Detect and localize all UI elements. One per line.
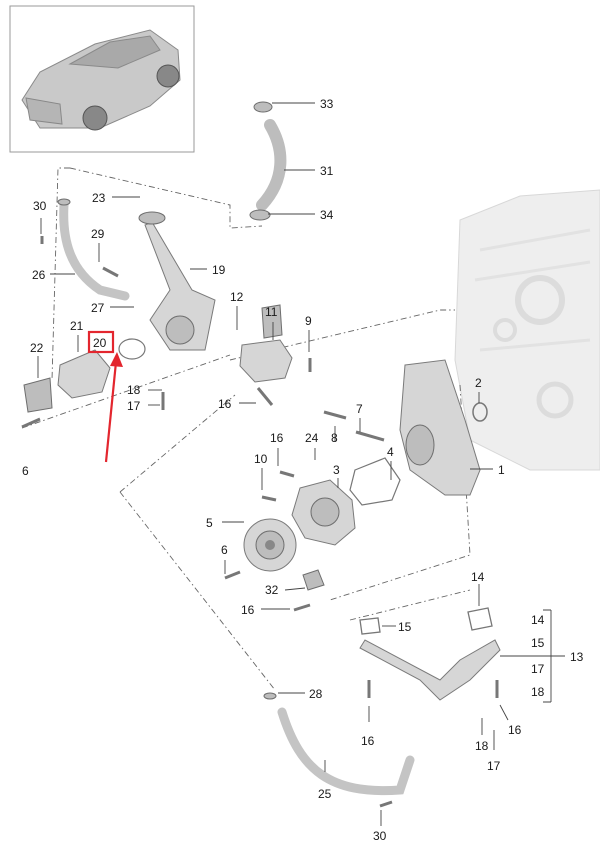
callout-2[interactable]: 2 — [475, 376, 482, 390]
callout-14[interactable]: 14 — [471, 570, 485, 584]
callout-18-bottom[interactable]: 18 — [475, 739, 489, 753]
highlight-arrow — [104, 361, 118, 463]
callout-32[interactable]: 32 — [265, 583, 279, 597]
callout-1[interactable]: 1 — [498, 463, 505, 477]
callout-18-group[interactable]: 18 — [531, 685, 545, 699]
callout-3[interactable]: 3 — [333, 463, 340, 477]
coolant-pipe-26 — [57, 198, 130, 301]
callout-5[interactable]: 5 — [206, 516, 213, 530]
callout-6-left[interactable]: 6 — [22, 464, 29, 478]
vehicle-thumbnail — [9, 5, 195, 153]
callout-23[interactable]: 23 — [92, 191, 106, 205]
gasket-4 — [349, 457, 401, 506]
housing-11 — [239, 304, 293, 383]
callout-18-left[interactable]: 18 — [127, 383, 141, 397]
highlight-box — [87, 330, 115, 354]
callout-16-mid[interactable]: 16 — [218, 397, 232, 411]
cover-1 — [399, 359, 488, 496]
callout-11[interactable]: 11 — [265, 305, 278, 319]
callout-8[interactable]: 8 — [331, 431, 338, 445]
callout-15-group[interactable]: 15 — [531, 636, 545, 650]
callout-7[interactable]: 7 — [356, 402, 363, 416]
callout-16-upper[interactable]: 16 — [270, 431, 284, 445]
callout-16-right[interactable]: 16 — [508, 723, 522, 737]
callout-33[interactable]: 33 — [320, 97, 334, 111]
engine-block-background — [454, 189, 600, 471]
callout-16-lower[interactable]: 16 — [241, 603, 255, 617]
callout-17-bottom[interactable]: 17 — [487, 759, 501, 773]
callout-29[interactable]: 29 — [91, 227, 105, 241]
water-pump-3 — [291, 479, 356, 546]
sensor-22 — [23, 377, 53, 413]
highlight-arrowhead — [110, 352, 123, 367]
leader-lines — [37, 102, 565, 826]
coolant-pipe-19 — [138, 211, 216, 351]
callout-4[interactable]: 4 — [387, 445, 394, 459]
callout-10[interactable]: 10 — [254, 452, 268, 466]
callout-6-mid[interactable]: 6 — [221, 543, 228, 557]
callout-15[interactable]: 15 — [398, 620, 412, 634]
coolant-pipe-25 — [263, 692, 415, 796]
callout-17-group[interactable]: 17 — [531, 662, 545, 676]
callout-17-left[interactable]: 17 — [127, 399, 141, 413]
callout-16-bottom[interactable]: 16 — [361, 734, 375, 748]
callout-30-top[interactable]: 30 — [33, 199, 47, 213]
highlight-callout-20 — [87, 330, 123, 463]
coolant-hose-31 — [249, 101, 287, 221]
callout-34[interactable]: 34 — [320, 208, 334, 222]
callout-25[interactable]: 25 — [318, 787, 332, 801]
pulley-5 — [243, 518, 297, 572]
callout-12[interactable]: 12 — [230, 290, 244, 304]
callout-22[interactable]: 22 — [30, 341, 44, 355]
callout-20[interactable]: 20 — [93, 336, 107, 350]
callout-30-bottom[interactable]: 30 — [373, 829, 387, 843]
callout-14-group[interactable]: 14 — [531, 613, 545, 627]
callout-27[interactable]: 27 — [91, 301, 105, 315]
callout-24[interactable]: 24 — [305, 431, 319, 445]
callout-21[interactable]: 21 — [70, 319, 84, 333]
coolant-pipe-13 — [359, 607, 501, 701]
callout-19[interactable]: 19 — [212, 263, 226, 277]
callout-28[interactable]: 28 — [309, 687, 323, 701]
callout-26[interactable]: 26 — [32, 268, 46, 282]
callout-31[interactable]: 31 — [320, 164, 334, 178]
thermostat-housing-21 — [57, 338, 146, 399]
callout-labels: 33 31 34 30 23 29 26 19 27 12 11 9 21 20… — [22, 97, 584, 843]
callout-13[interactable]: 13 — [570, 650, 584, 664]
clamp-32 — [302, 569, 325, 591]
bolts — [21, 236, 499, 808]
callout-9[interactable]: 9 — [305, 314, 312, 328]
